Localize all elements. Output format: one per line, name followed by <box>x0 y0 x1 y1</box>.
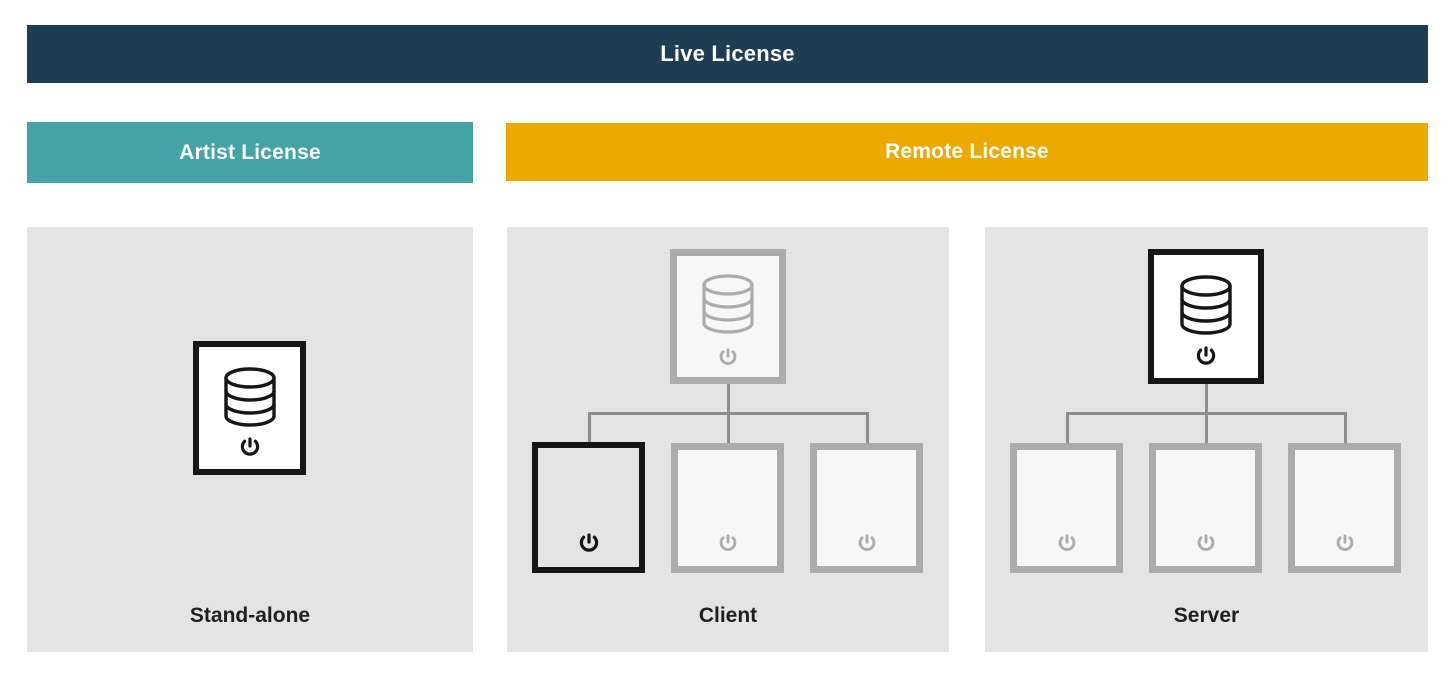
connector-drop-1 <box>588 412 591 445</box>
server-client-box-3 <box>1288 443 1401 573</box>
connector-trunk <box>727 384 730 414</box>
artist-license-bar: Artist License <box>27 122 473 183</box>
remote-license-label: Remote License <box>885 140 1049 163</box>
live-license-title: Live License <box>660 41 795 66</box>
power-icon <box>1335 533 1355 554</box>
client-panel-server-box <box>670 249 786 384</box>
client-node-box-2 <box>671 443 784 573</box>
power-icon <box>1196 533 1216 554</box>
connector-drop-3 <box>866 412 869 445</box>
standalone-machine-box <box>193 341 306 475</box>
live-license-header: Live License <box>27 25 1428 83</box>
server-client-box-1 <box>1010 443 1123 573</box>
panel-stand-alone: Stand-alone <box>27 227 473 652</box>
power-icon <box>857 533 877 554</box>
power-icon <box>718 533 738 554</box>
panel-client: Client <box>507 227 949 652</box>
database-icon <box>699 274 757 336</box>
remote-license-bar: Remote License <box>506 123 1428 181</box>
database-icon <box>1177 275 1235 337</box>
server-panel-server-box <box>1148 249 1264 384</box>
panel-caption-stand-alone: Stand-alone <box>189 604 311 627</box>
panel-server: Server <box>985 227 1428 652</box>
panel-caption-client: Client <box>698 604 758 627</box>
server-client-box-2 <box>1149 443 1262 573</box>
artist-license-label: Artist License <box>179 140 321 164</box>
client-node-box-3 <box>810 443 923 573</box>
database-icon <box>221 367 279 429</box>
panel-caption-server: Server <box>1173 604 1240 627</box>
connector-drop-2 <box>1205 412 1208 445</box>
power-icon <box>1195 345 1217 368</box>
power-icon <box>718 347 738 368</box>
connector-drop-2 <box>727 412 730 445</box>
connector-drop-1 <box>1066 412 1069 445</box>
power-icon <box>578 532 600 555</box>
connector-trunk <box>1205 384 1208 414</box>
connector-drop-3 <box>1344 412 1347 445</box>
power-icon <box>239 436 261 459</box>
client-node-box-1 <box>532 442 645 573</box>
power-icon <box>1057 533 1077 554</box>
